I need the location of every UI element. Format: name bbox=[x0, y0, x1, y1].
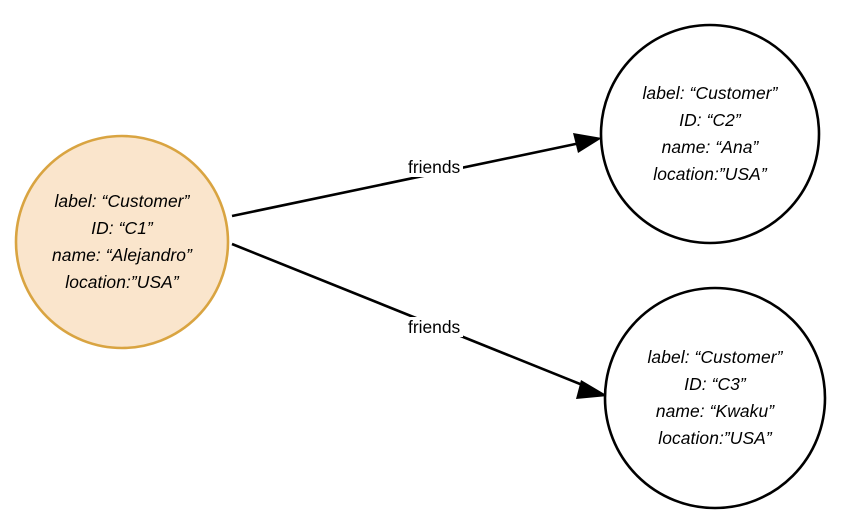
edge-c1-c2-line bbox=[231, 140, 586, 218]
node-c3-circle[interactable] bbox=[603, 286, 827, 510]
edge-c1-c3-line bbox=[231, 242, 591, 390]
edge-c1-c2-arrowhead bbox=[573, 133, 602, 153]
node-c2-circle[interactable] bbox=[599, 23, 821, 245]
edge-c1-c2-label[interactable]: friends bbox=[405, 157, 464, 177]
node-c1-circle[interactable] bbox=[14, 134, 230, 350]
edge-c1-c2[interactable] bbox=[231, 133, 602, 218]
edge-c1-c3-arrowhead bbox=[576, 380, 608, 399]
edges-layer bbox=[231, 133, 608, 399]
edge-c1-c3[interactable] bbox=[231, 242, 608, 399]
nodes-layer bbox=[14, 23, 827, 510]
edge-c1-c3-label[interactable]: friends bbox=[405, 317, 464, 337]
